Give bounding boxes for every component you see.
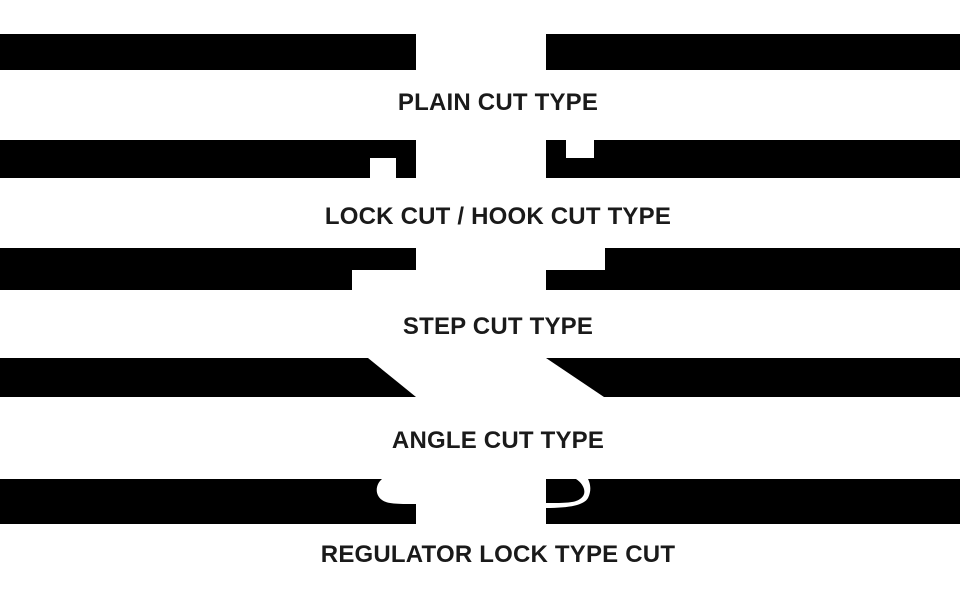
plain-cut-label: PLAIN CUT TYPE [397, 89, 599, 116]
angle-cut-right-ring [546, 358, 960, 397]
plain-cut-shape [0, 34, 960, 70]
regulator-cut-label: REGULATOR LOCK TYPE CUT [320, 541, 676, 568]
step-cut-shape [0, 248, 960, 290]
step-cut-right-ring [546, 248, 960, 290]
lock-cut-left-ring [0, 140, 416, 178]
plain-cut-left-ring [0, 34, 416, 70]
step-cut-left-ring [0, 248, 416, 290]
plain-cut-right-ring [546, 34, 960, 70]
regulator-cut-left-ring [0, 479, 416, 524]
angle-cut-shape [0, 358, 960, 397]
regulator-cut-right-ring [546, 479, 960, 524]
step-cut-label: STEP CUT TYPE [402, 313, 594, 340]
lock-cut-label: LOCK CUT / HOOK CUT TYPE [324, 203, 672, 230]
regulator-cut-shape [0, 479, 960, 524]
lock-cut-right-ring [546, 140, 960, 178]
angle-cut-left-ring [0, 358, 416, 397]
lock-cut-shape [0, 140, 960, 178]
angle-cut-label: ANGLE CUT TYPE [391, 427, 605, 454]
